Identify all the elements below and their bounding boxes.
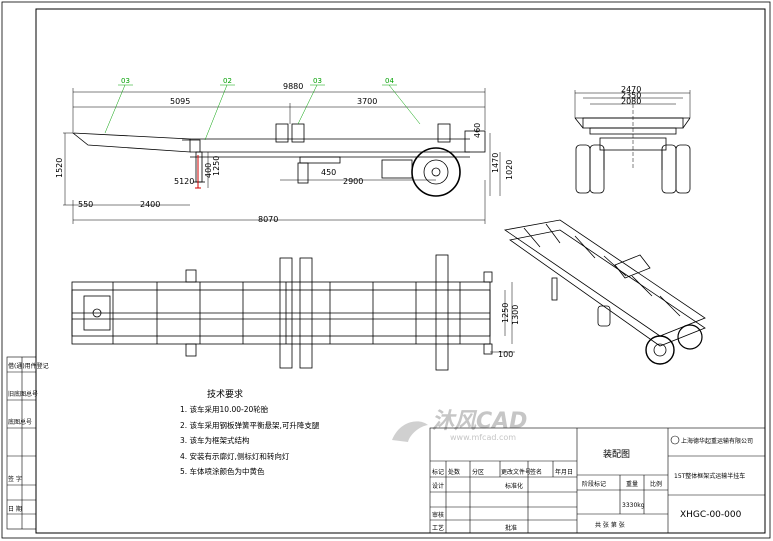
label-weight: 重量: [626, 480, 638, 488]
callout-label-0: 03: [121, 77, 130, 85]
dim-5120: 5120: [174, 177, 194, 186]
title-block-text: 标记 处数 分区 更改文件号 签名 年月日 设计 标准化 审核 工艺 批准 装配…: [432, 435, 753, 532]
rear-view-dimensions: 2470 2350 2080: [621, 85, 641, 106]
dim-8070: 8070: [258, 215, 278, 224]
watermark: 沐风CAD www.mfcad.com: [392, 409, 527, 442]
side-view-red-marks: [195, 155, 201, 189]
side-view: [71, 123, 486, 197]
dim-450: 450: [321, 168, 336, 177]
row-label-5: 年月日: [555, 468, 573, 476]
note-item-3: 4. 安装有示廓灯,侧标灯和转向灯: [180, 451, 290, 461]
notes-title: 技术要求: [207, 388, 243, 400]
company-logo-icon: [670, 435, 680, 445]
note-item-1: 2. 该车采用钢板弹簧平衡悬架,可升降支腿: [180, 420, 320, 430]
label-design: 设计: [432, 482, 444, 490]
callout-label-1: 02: [223, 77, 232, 85]
note-item-4: 5. 车体喷涂颜色为中黄色: [180, 466, 265, 476]
strip-label-0: 借(通)用件登记: [8, 362, 49, 370]
plan-view-dimension-lines: [490, 282, 515, 353]
drawing-number: XHGC-00-000: [680, 510, 742, 520]
dim-2400: 2400: [140, 200, 160, 209]
row-label-3: 更改文件号: [501, 468, 531, 476]
rear-view-dimension-lines: [574, 90, 691, 170]
drawing-name: 装配图: [603, 448, 630, 460]
note-item-2: 3. 该车为框架式结构: [180, 435, 250, 445]
callout-label-2: 03: [313, 77, 322, 85]
dim-overall-top: 9880: [283, 82, 303, 91]
title-block-lines: [429, 427, 766, 534]
dim-1250: 1250: [212, 156, 221, 176]
dim-400: 400: [204, 163, 213, 178]
dim-rear-a: 2470: [621, 85, 641, 94]
row-label-0: 标记: [432, 468, 444, 476]
dim-plan-1250: 1250: [501, 303, 510, 323]
side-view-leaders: [104, 84, 421, 141]
left-strip-labels: 借(通)用件登记 旧底图总号 底图总号 签 字 日 期: [8, 362, 49, 513]
callout-labels: 03 02 03 04: [121, 77, 394, 85]
note-item-0: 1. 该车采用10.00-20轮胎: [180, 404, 269, 414]
dim-plan-100: 100: [498, 350, 513, 359]
dim-rear-b: 2350: [621, 91, 641, 100]
dim-plan-1300: 1300: [511, 305, 520, 325]
dim-1020: 1020: [505, 160, 514, 180]
callout-label-3: 04: [385, 77, 394, 85]
company-name: 上海德华起重运输有限公司: [681, 437, 753, 445]
label-scale: 比例: [650, 480, 662, 488]
row-label-2: 分区: [472, 468, 484, 476]
watermark-logo-icon: [392, 421, 428, 442]
dim-5095: 5095: [170, 97, 190, 106]
row-label-4: 签名: [530, 468, 542, 476]
label-process: 工艺: [432, 524, 444, 532]
label-stage-mark: 阶段标记: [582, 480, 606, 488]
strip-label-4: 日 期: [8, 505, 22, 513]
strip-label-2: 底图总号: [8, 418, 32, 426]
sheets-count: 共 张 第 张: [595, 521, 625, 529]
dim-1520: 1520: [55, 158, 64, 178]
row-label-1: 处数: [448, 468, 460, 476]
dim-rear-c: 2080: [621, 97, 641, 106]
isometric-view: [503, 219, 706, 365]
technical-notes: 技术要求 1. 该车采用10.00-20轮胎 2. 该车采用钢板弹簧平衡悬架,可…: [180, 388, 320, 476]
side-view-dimensions: 9880 5095 3700 460 1520 5120 1250 400 45…: [55, 82, 514, 224]
label-check: 审核: [432, 511, 444, 519]
rear-view: [574, 117, 691, 194]
dim-3700: 3700: [357, 97, 377, 106]
left-strip: [6, 356, 37, 530]
dim-2900: 2900: [343, 177, 363, 186]
watermark-text: 沐风CAD: [432, 409, 527, 434]
dim-550: 550: [78, 200, 93, 209]
strip-label-3: 签 字: [8, 475, 22, 483]
plan-view-dimensions: 1250 1300 100: [498, 303, 520, 359]
watermark-url: www.mfcad.com: [450, 433, 516, 442]
inner-border: [35, 8, 766, 534]
label-standardize: 标准化: [505, 482, 523, 490]
strip-label-1: 旧底图总号: [8, 390, 38, 398]
plan-view: [71, 254, 493, 371]
dim-1470: 1470: [491, 153, 500, 173]
weight-value: 3330kg: [622, 502, 645, 509]
side-view-dimension-lines: [63, 88, 501, 224]
product-name: 15T整体框架式运输半挂车: [674, 472, 745, 480]
dim-460: 460: [473, 123, 482, 138]
label-approve: 批准: [505, 524, 517, 532]
